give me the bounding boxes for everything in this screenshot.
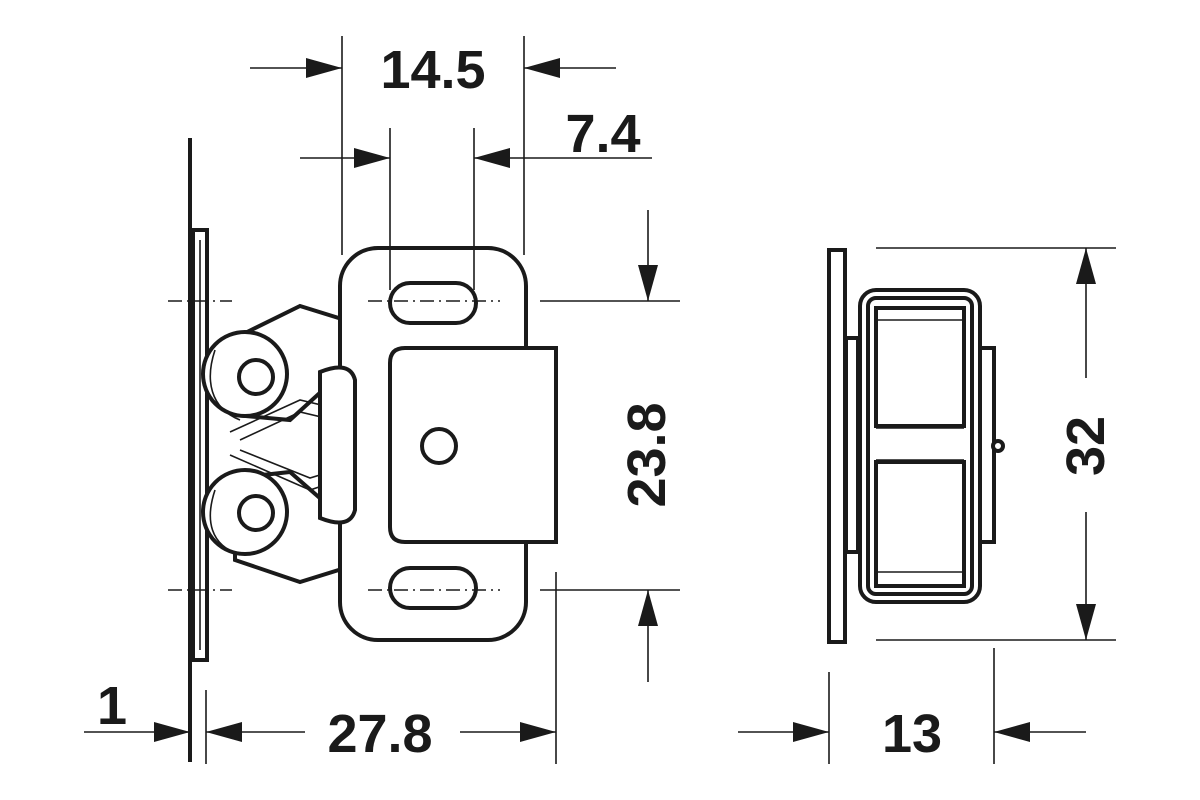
lower-roller-hole (237, 494, 275, 532)
upper-roller-side (874, 306, 966, 428)
upper-slot (388, 281, 478, 325)
side-dimensions: 32 13 (738, 247, 1116, 764)
side-spacer (844, 336, 860, 554)
arrow-13-right (994, 722, 1030, 742)
front-dimensions: 14.5 7.4 23.8 1 27.8 (84, 36, 680, 764)
dim-23-8: 23.8 (617, 402, 677, 507)
arrow-32-top (1076, 248, 1096, 284)
latch-block (388, 346, 558, 544)
arrow-7-4-left (354, 148, 390, 168)
arrow-7-4-right (474, 148, 510, 168)
arrow-14-5-right (524, 58, 560, 78)
latch-hole (420, 427, 458, 465)
dim-13: 13 (882, 704, 942, 764)
dim-27-8: 27.8 (327, 704, 432, 764)
arrow-1 (154, 722, 190, 742)
arrow-14-5-left (306, 58, 342, 78)
arrow-13-left (793, 722, 829, 742)
lower-roller-edge (209, 489, 241, 556)
side-latch-pin (991, 439, 1005, 453)
dim-14-5: 14.5 (380, 40, 485, 100)
lower-slot (388, 566, 478, 610)
side-tab (318, 365, 357, 525)
dim-32: 32 (1056, 416, 1116, 476)
dim-1: 1 (97, 676, 127, 736)
front-view (168, 138, 558, 762)
arrow-23-8-bottom (638, 590, 658, 626)
dim-7-4: 7.4 (565, 104, 640, 164)
upper-roller-hole (237, 358, 275, 396)
arrow-32-bottom (1076, 604, 1096, 640)
arrow-27-8-right (520, 722, 556, 742)
upper-roller-edge (209, 349, 241, 421)
side-view (827, 248, 1005, 644)
arrow-27-8-left (206, 722, 242, 742)
lower-roller-side (874, 460, 966, 588)
arrow-23-8-top (638, 265, 658, 301)
side-base-plate (827, 248, 847, 644)
